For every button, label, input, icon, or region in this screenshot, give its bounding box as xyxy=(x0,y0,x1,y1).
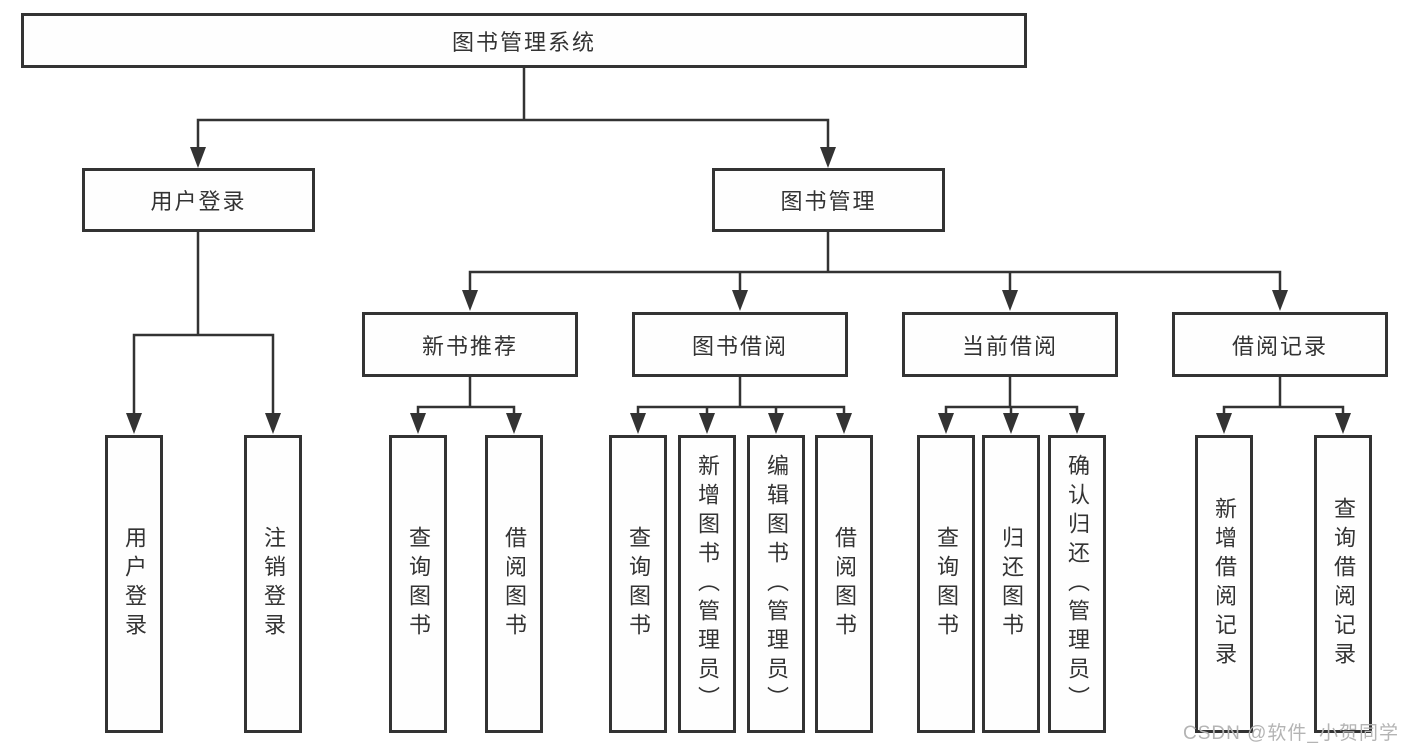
node-current-borrowing: 当前借阅 xyxy=(902,312,1118,377)
node-borrow-books-recommend: 借阅图书 xyxy=(485,435,543,733)
connector-book-management xyxy=(468,230,1282,294)
node-query-books-borrowing: 查询图书 xyxy=(609,435,667,733)
node-label: 归还图书 xyxy=(999,526,1024,642)
node-book-borrowing: 图书借阅 xyxy=(632,312,848,377)
node-new-book-recommendation: 新书推荐 xyxy=(362,312,578,377)
node-label: 编辑图书（管理员） xyxy=(764,453,789,715)
node-query-books-recommend: 查询图书 xyxy=(389,435,447,733)
node-label: 查询借阅记录 xyxy=(1331,497,1356,671)
node-label: 新书推荐 xyxy=(421,333,518,359)
node-book-management: 图书管理 xyxy=(712,168,945,232)
node-query-borrow-record: 查询借阅记录 xyxy=(1314,435,1372,733)
connector-current-borrowing xyxy=(944,375,1079,418)
node-logout: 注销登录 xyxy=(244,435,302,733)
node-add-borrow-record: 新增借阅记录 xyxy=(1195,435,1253,733)
node-add-books-admin: 新增图书（管理员） xyxy=(678,435,736,733)
node-label: 图书管理系统 xyxy=(451,29,596,55)
connector-borrowing-records xyxy=(1222,375,1345,418)
node-borrowing-records: 借阅记录 xyxy=(1172,312,1388,377)
node-user-login-branch: 用户登录 xyxy=(82,168,315,232)
node-label: 新增图书（管理员） xyxy=(695,453,720,715)
node-label: 查询图书 xyxy=(406,526,431,642)
arrowhead-icons xyxy=(126,147,1351,434)
node-label: 图书借阅 xyxy=(691,333,788,359)
node-label: 新增借阅记录 xyxy=(1212,497,1237,671)
node-library-management-system: 图书管理系统 xyxy=(21,13,1027,68)
node-query-books-current: 查询图书 xyxy=(917,435,975,733)
node-label: 当前借阅 xyxy=(961,333,1058,359)
node-label: 确认归还（管理员） xyxy=(1065,453,1090,715)
node-label: 查询图书 xyxy=(934,526,959,642)
node-label: 用户登录 xyxy=(122,526,147,642)
node-confirm-return-admin: 确认归还（管理员） xyxy=(1048,435,1106,733)
node-label: 用户登录 xyxy=(150,189,247,214)
connector-root xyxy=(196,66,830,152)
node-label: 图书管理 xyxy=(780,189,877,214)
connector-book-borrowing xyxy=(636,375,846,418)
csdn-watermark: CSDN @软件_小贺同学 xyxy=(1183,723,1399,744)
node-return-books: 归还图书 xyxy=(982,435,1040,733)
connector-new-book-recommendation xyxy=(416,375,516,418)
node-label: 注销登录 xyxy=(261,526,286,642)
connector-user-login xyxy=(132,230,275,416)
node-label: 借阅图书 xyxy=(502,526,527,642)
node-label: 借阅图书 xyxy=(832,526,857,642)
node-label: 查询图书 xyxy=(626,526,651,642)
node-edit-books-admin: 编辑图书（管理员） xyxy=(747,435,805,733)
node-borrow-books: 借阅图书 xyxy=(815,435,873,733)
node-user-login: 用户登录 xyxy=(105,435,163,733)
node-label: 借阅记录 xyxy=(1231,333,1328,359)
